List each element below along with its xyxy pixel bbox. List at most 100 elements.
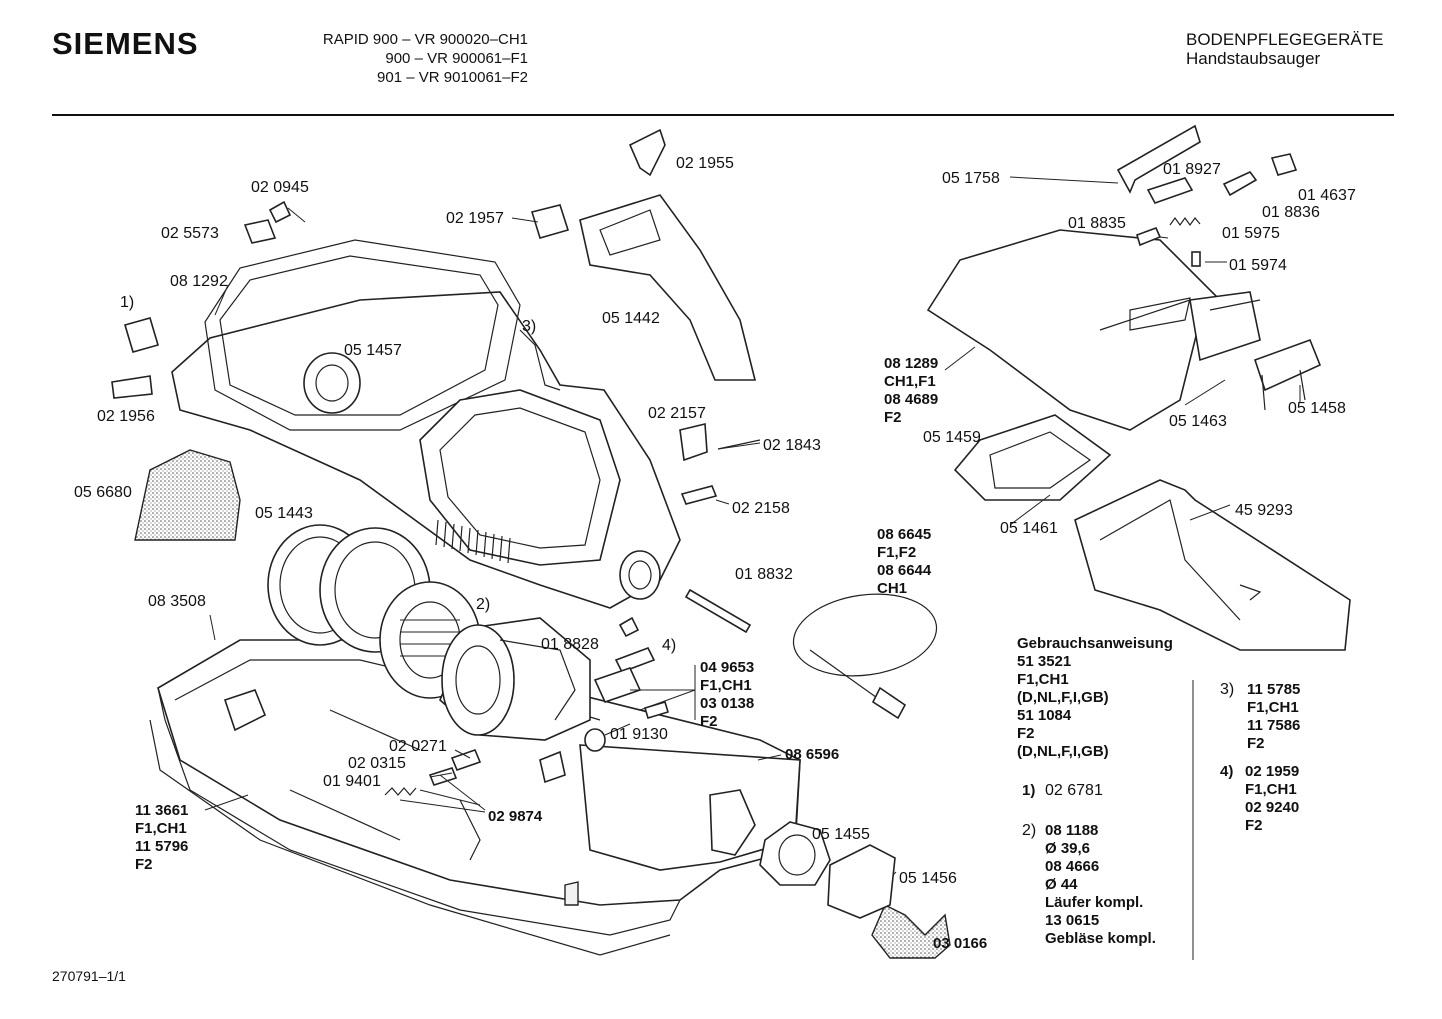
note-2: 2) 08 1188 Ø 39,6 08 4666 Ø 44 Läufer ko… xyxy=(1022,822,1156,947)
label-021955: 02 1955 xyxy=(676,155,734,172)
label-018836: 01 8836 xyxy=(1262,204,1320,221)
svg-text:11 5796: 11 5796 xyxy=(135,838,188,855)
label-022158: 02 2158 xyxy=(732,500,790,517)
handle-bracket xyxy=(579,194,757,381)
svg-text:02 6781: 02 6781 xyxy=(1045,782,1103,799)
svg-text:03 0138: 03 0138 xyxy=(700,695,754,712)
svg-text:51 3521: 51 3521 xyxy=(1017,653,1071,670)
label-459293: 45 9293 xyxy=(1235,502,1293,519)
label-note3-ref: 3) xyxy=(522,318,536,335)
label-015975: 01 5975 xyxy=(1222,225,1280,242)
svg-text:Ø 44: Ø 44 xyxy=(1045,876,1078,893)
svg-text:51 1084: 51 1084 xyxy=(1017,707,1072,724)
label-051455: 05 1455 xyxy=(812,826,870,843)
label-note1-ref: 1) xyxy=(120,294,134,311)
svg-text:1): 1) xyxy=(1022,782,1035,799)
note-3: 3) 11 5785 F1,CH1 11 7586 F2 xyxy=(1220,681,1300,752)
svg-text:Gebläse kompl.: Gebläse kompl. xyxy=(1045,930,1156,947)
notes-block: Gebrauchsanweisung 51 3521 F1,CH1 (D,NL,… xyxy=(1017,635,1300,947)
lid-cover xyxy=(926,229,1261,431)
svg-text:Läufer kompl.: Läufer kompl. xyxy=(1045,894,1143,911)
model-line-1: RAPID 900 – VR 900020–CH1 xyxy=(322,31,528,48)
label-group-086645: 08 6645 F1,F2 08 6644 CH1 xyxy=(877,526,932,597)
svg-text:08 1188: 08 1188 xyxy=(1045,822,1098,839)
brush-holder xyxy=(827,844,896,919)
svg-text:4): 4) xyxy=(1220,763,1233,780)
label-note2-ref: 2) xyxy=(476,596,490,613)
part-labels: 02 0945 02 5573 02 1957 02 1955 08 1292 … xyxy=(74,155,1356,952)
label-019130: 01 9130 xyxy=(610,726,668,743)
label-051463: 05 1463 xyxy=(1169,413,1227,430)
exhaust-sponge xyxy=(871,904,951,959)
label-025573: 02 5573 xyxy=(161,225,219,242)
model-line-2: 900 – VR 900061–F1 xyxy=(385,50,528,67)
note-4: 4) 02 1959 F1,CH1 02 9240 F2 xyxy=(1220,763,1299,834)
svg-text:Ø 39,6: Ø 39,6 xyxy=(1045,840,1090,857)
svg-text:(D,NL,F,I,GB): (D,NL,F,I,GB) xyxy=(1017,689,1109,706)
category-subtitle: Handstaubsauger xyxy=(1186,49,1321,68)
svg-text:F2: F2 xyxy=(884,409,902,426)
note-1: 1) 02 6781 xyxy=(1022,782,1103,799)
svg-text:02 1959: 02 1959 xyxy=(1245,763,1299,780)
filter-sponge xyxy=(134,449,241,541)
lower-housing xyxy=(149,639,801,956)
motor-assembly xyxy=(267,524,606,784)
svg-text:08 6645: 08 6645 xyxy=(877,526,931,543)
svg-text:F1,CH1: F1,CH1 xyxy=(1247,699,1299,716)
label-051457: 05 1457 xyxy=(344,342,402,359)
model-list: RAPID 900 – VR 900020–CH1 900 – VR 90006… xyxy=(296,30,528,87)
label-020315: 02 0315 xyxy=(348,755,406,772)
svg-text:13 0615: 13 0615 xyxy=(1045,912,1099,929)
svg-text:11 5785: 11 5785 xyxy=(1247,681,1300,698)
svg-text:F1,CH1: F1,CH1 xyxy=(700,677,752,694)
label-018835: 01 8835 xyxy=(1068,215,1126,232)
brand-logo: SIEMENS xyxy=(52,26,199,61)
power-cord xyxy=(792,593,938,720)
document-code: 270791–1/1 xyxy=(52,968,126,984)
label-029874: 02 9874 xyxy=(488,808,543,825)
svg-text:11 3661: 11 3661 xyxy=(135,802,188,819)
label-022157: 02 2157 xyxy=(648,405,706,422)
svg-text:CH1: CH1 xyxy=(877,580,907,597)
label-056680: 05 6680 xyxy=(74,484,132,501)
label-018832: 01 8832 xyxy=(735,566,793,583)
label-group-049653: 04 9653 F1,CH1 03 0138 F2 xyxy=(700,659,754,730)
label-020945: 02 0945 xyxy=(251,179,309,196)
category-heading: BODENPFLEGEGERÄTE Handstaubsauger xyxy=(1186,30,1383,68)
label-051461: 05 1461 xyxy=(1000,520,1058,537)
svg-text:F1,CH1: F1,CH1 xyxy=(135,820,187,837)
svg-text:CH1,F1: CH1,F1 xyxy=(884,373,936,390)
label-020271: 02 0271 xyxy=(389,738,447,755)
svg-text:Gebrauchsanweisung: Gebrauchsanweisung xyxy=(1017,635,1173,652)
label-051456: 05 1456 xyxy=(899,870,957,887)
label-051458: 05 1458 xyxy=(1288,400,1346,417)
svg-text:F1,CH1: F1,CH1 xyxy=(1245,781,1297,798)
lock-ring xyxy=(759,821,831,886)
svg-text:F1,CH1: F1,CH1 xyxy=(1017,671,1069,688)
label-086596: 08 6596 xyxy=(785,746,839,763)
model-line-3: 901 – VR 9010061–F2 xyxy=(377,69,528,86)
label-051442: 05 1442 xyxy=(602,310,660,327)
svg-text:08 4666: 08 4666 xyxy=(1045,858,1099,875)
label-030166: 03 0166 xyxy=(933,935,987,952)
label-018828: 01 8828 xyxy=(541,636,599,653)
category-title: BODENPFLEGEGERÄTE xyxy=(1186,30,1384,49)
svg-text:F1,F2: F1,F2 xyxy=(877,544,916,561)
label-051459: 05 1459 xyxy=(923,429,981,446)
label-015974: 01 5974 xyxy=(1229,257,1287,274)
svg-text:08 1289: 08 1289 xyxy=(884,355,938,372)
svg-text:(D,NL,F,I,GB): (D,NL,F,I,GB) xyxy=(1017,743,1109,760)
leader-lines xyxy=(204,176,1301,960)
manual-note: Gebrauchsanweisung 51 3521 F1,CH1 (D,NL,… xyxy=(1017,635,1173,760)
label-group-081289: 08 1289 CH1,F1 08 4689 F2 xyxy=(884,355,938,426)
label-051443: 05 1443 xyxy=(255,505,313,522)
svg-text:08 4689: 08 4689 xyxy=(884,391,938,408)
label-051758: 05 1758 xyxy=(942,170,1000,187)
svg-text:F2: F2 xyxy=(700,713,718,730)
svg-text:02 9240: 02 9240 xyxy=(1245,799,1299,816)
label-021956: 02 1956 xyxy=(97,408,155,425)
label-019401: 01 9401 xyxy=(323,773,381,790)
label-018927: 01 8927 xyxy=(1163,161,1221,178)
